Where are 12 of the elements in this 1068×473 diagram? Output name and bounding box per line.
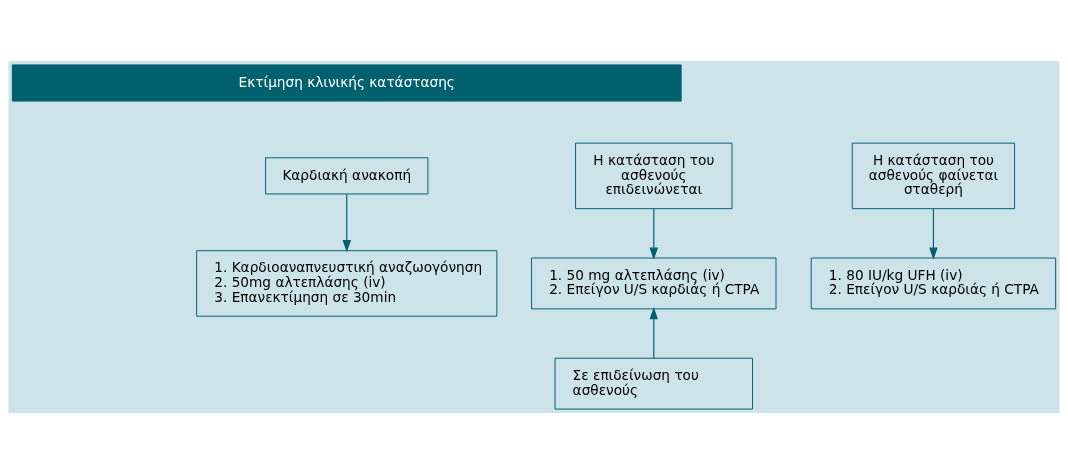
node-box: 1. 50 mg αλτεπλάσης (iv) 2. Επείγον U/S καρδιάς ή CTPA	[531, 257, 777, 309]
node-box: Η κατάσταση του ασθενούς επιδεινώνεται	[575, 142, 733, 209]
node-box: Η κατάσταση του ασθενούς φαίνεται σταθερή	[851, 142, 1016, 209]
node-box: Εκτίμηση κλινικής κατάστασης	[11, 63, 682, 102]
node-box: Καρδιακή ανακοπή	[265, 156, 429, 194]
arrow	[649, 306, 659, 359]
arrow	[342, 193, 351, 252]
arrow	[649, 207, 659, 260]
node-box: Σε επιδείνωση του ασθενούς	[554, 357, 753, 410]
node-box: 1. Καρδιοαναπνευστική αναζωογόνηση 2. 50mg αλτεπλάσης (iv) 3. Επανεκτίμηση σε 30min	[196, 249, 498, 317]
node-box: 1. 80 IU/kg UFH (iv) 2. Επείγον U/S καρδιάς ή CTPA	[810, 257, 1057, 309]
arrow	[929, 207, 938, 260]
